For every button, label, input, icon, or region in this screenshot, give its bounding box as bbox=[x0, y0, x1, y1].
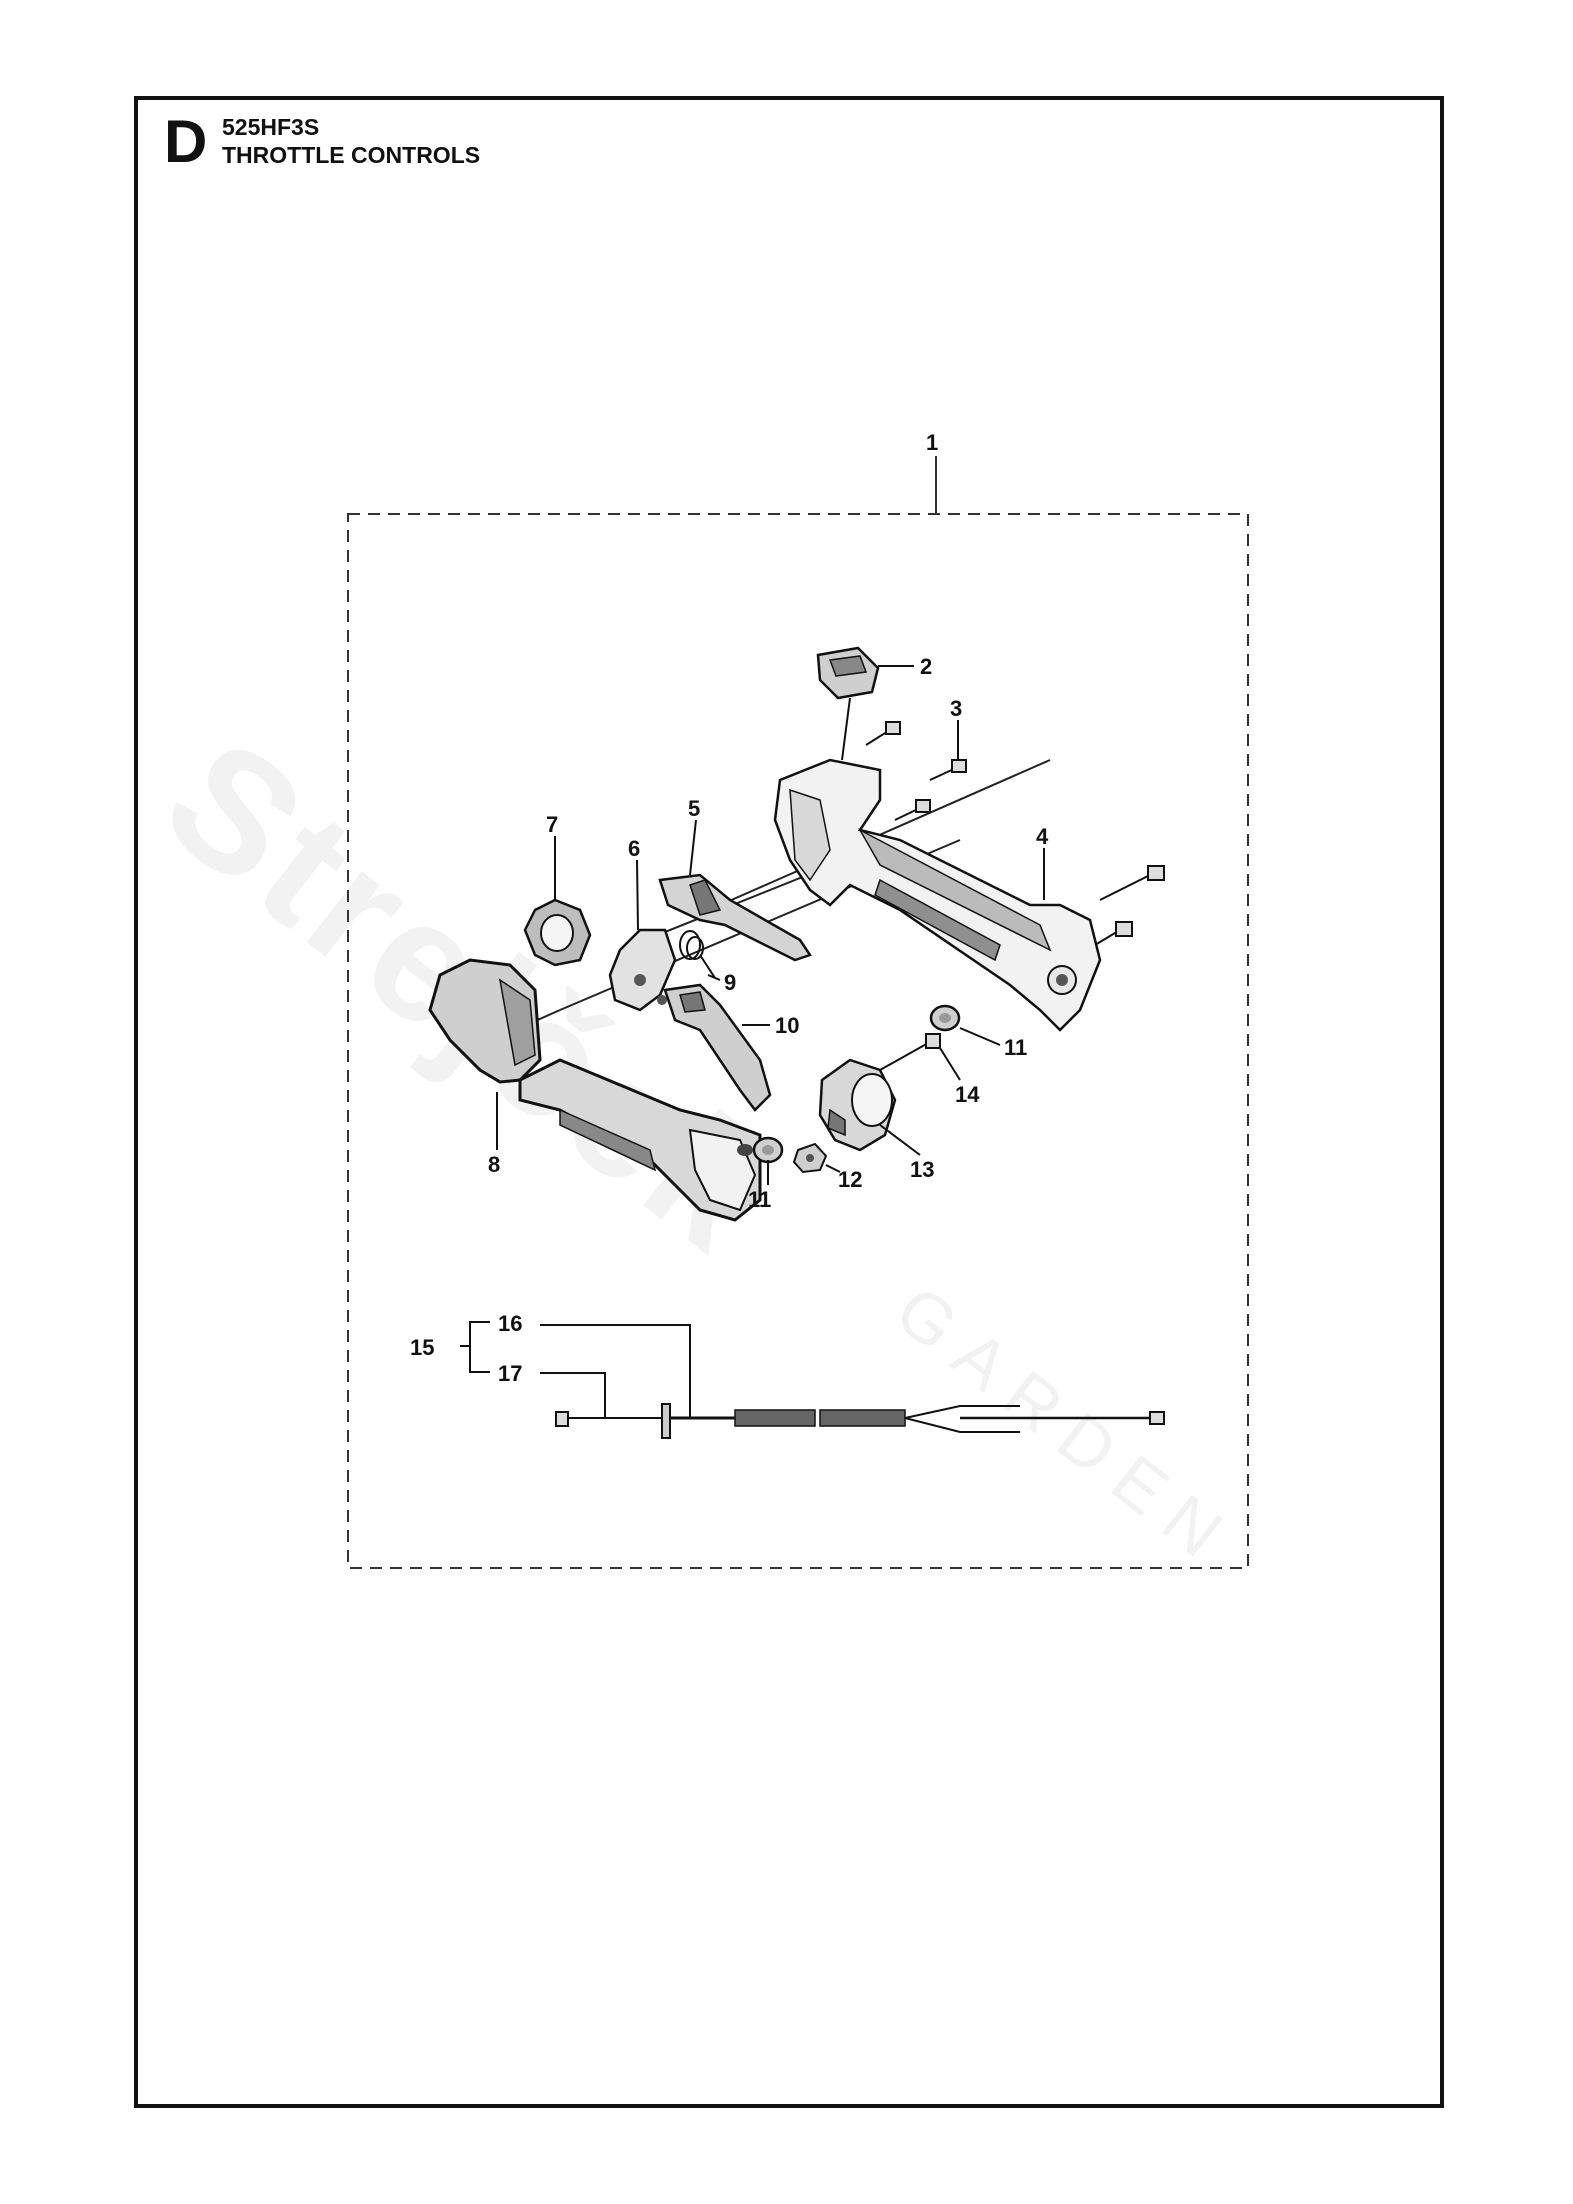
part-13-clamp bbox=[818, 1058, 897, 1152]
part-9-spring bbox=[679, 930, 716, 979]
callout-16: 16 bbox=[498, 1311, 522, 1336]
part-8-grip bbox=[428, 958, 762, 1222]
callout-4: 4 bbox=[1036, 824, 1049, 849]
callout-5: 5 bbox=[688, 796, 700, 821]
callout-3: 3 bbox=[950, 696, 962, 721]
callout-17: 17 bbox=[498, 1361, 522, 1386]
callout-11-upper: 11 bbox=[1004, 1035, 1027, 1060]
callout-9: 9 bbox=[724, 970, 736, 995]
part-15-throttle-cable bbox=[555, 1403, 1165, 1439]
part-11-bushings bbox=[752, 1004, 961, 1164]
callout-10: 10 bbox=[775, 1013, 799, 1038]
page-title: THROTTLE CONTROLS bbox=[222, 142, 481, 168]
callout-2: 2 bbox=[920, 654, 932, 679]
callout-15: 15 bbox=[410, 1335, 434, 1360]
part-2-clip bbox=[816, 646, 880, 761]
callout-leaders bbox=[460, 665, 1045, 1418]
model-name: 525HF3S bbox=[222, 114, 320, 140]
part-12-nut bbox=[792, 1142, 828, 1174]
part-7-ring-nut bbox=[523, 898, 592, 967]
callout-6: 6 bbox=[628, 836, 640, 861]
callout-12: 12 bbox=[838, 1167, 862, 1192]
section-letter: D bbox=[164, 108, 208, 175]
callout-14: 14 bbox=[955, 1082, 980, 1107]
part-5-throttle-lever bbox=[658, 873, 812, 962]
callout-8: 8 bbox=[488, 1152, 500, 1177]
callout-7: 7 bbox=[546, 812, 558, 837]
callout-11-lower: 11 bbox=[748, 1187, 771, 1212]
callout-1: 1 bbox=[926, 430, 938, 455]
callout-13: 13 bbox=[910, 1157, 934, 1182]
part-6-lock-lever bbox=[608, 928, 677, 1012]
part-10-trigger bbox=[663, 983, 772, 1112]
page-frame bbox=[134, 96, 1444, 2108]
assembly-boundary bbox=[347, 513, 1249, 1569]
part-4-handle-housing bbox=[773, 758, 1102, 1032]
part-14-screw bbox=[879, 1033, 941, 1071]
